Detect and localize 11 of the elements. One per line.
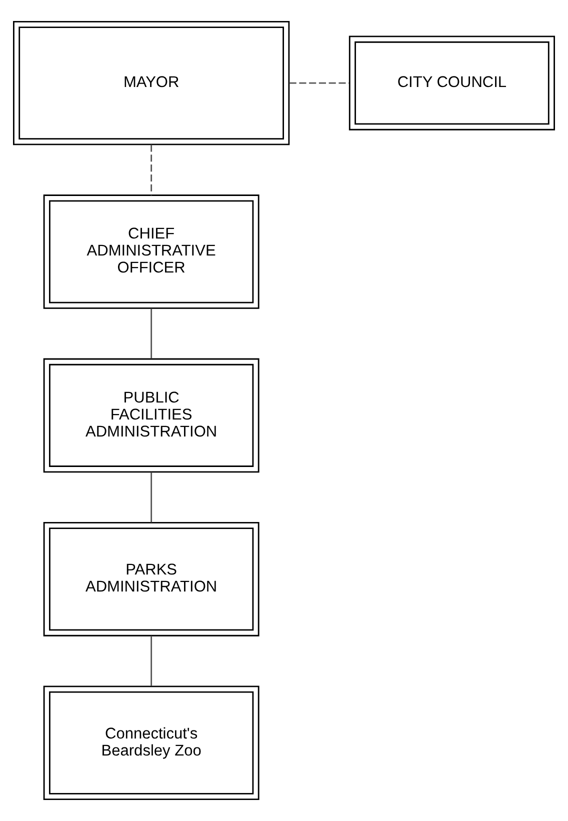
connector xyxy=(289,82,350,84)
connector xyxy=(150,472,152,522)
connector xyxy=(150,144,152,196)
node-box: CITY COUNCIL xyxy=(348,36,555,130)
node-box: CHIEF ADMINISTRATIVE OFFICER xyxy=(43,194,260,309)
node-box: Connecticut's Beardsley Zoo xyxy=(43,686,260,800)
connector xyxy=(150,636,152,686)
node-box: PUBLIC FACILITIES ADMINISTRATION xyxy=(43,358,260,473)
connector xyxy=(150,308,152,359)
node-box: PARKS ADMINISTRATION xyxy=(43,522,260,636)
node-box: MAYOR xyxy=(13,20,290,146)
